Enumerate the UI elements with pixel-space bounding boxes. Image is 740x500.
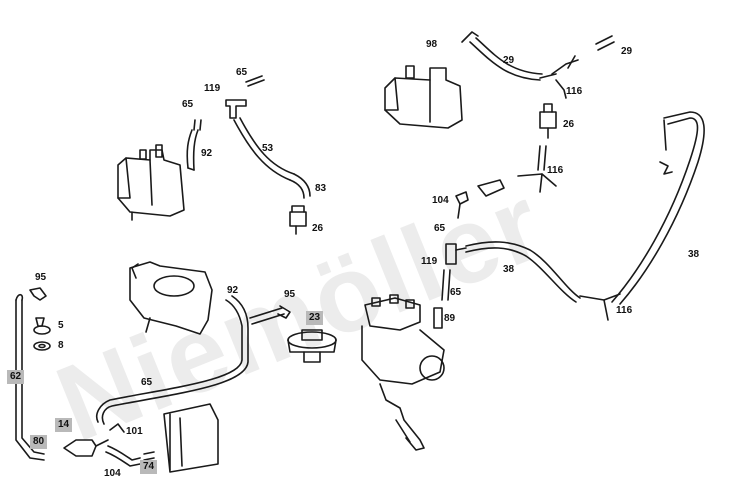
tee-119-mid xyxy=(445,243,467,265)
ignition-coil-right xyxy=(384,65,463,129)
valve-23 xyxy=(287,329,337,363)
callout-65: 65 xyxy=(141,377,153,388)
elbow-104-right xyxy=(455,179,505,219)
callout-5: 5 xyxy=(58,320,64,331)
callout-89: 89 xyxy=(444,313,456,324)
hose-98-29 xyxy=(461,31,557,81)
callout-116: 116 xyxy=(547,165,564,176)
hose-38-middle xyxy=(465,241,581,303)
callout-101: 101 xyxy=(126,426,143,437)
hose-65-92 xyxy=(186,119,202,171)
callout-74: 74 xyxy=(140,460,158,474)
elbow-95-left xyxy=(29,287,47,301)
valve-26-left xyxy=(289,205,307,235)
callout-104: 104 xyxy=(104,468,121,479)
callout-65: 65 xyxy=(434,223,446,234)
callout-26: 26 xyxy=(563,119,575,130)
hose-29-right xyxy=(595,35,615,51)
callout-80: 80 xyxy=(30,435,48,449)
callout-62: 62 xyxy=(7,370,25,384)
hose-95-mid xyxy=(249,305,291,325)
callout-65: 65 xyxy=(182,99,194,110)
valve-26-right xyxy=(539,103,557,139)
tee-119-top xyxy=(225,75,265,119)
callout-104: 104 xyxy=(432,195,449,206)
distributor xyxy=(361,294,445,451)
callout-92: 92 xyxy=(201,148,213,159)
throttle-housing xyxy=(129,261,213,335)
callout-14: 14 xyxy=(55,418,73,432)
wye-116-mid xyxy=(517,145,557,193)
callout-119: 119 xyxy=(421,256,438,267)
fitting-5-8 xyxy=(33,317,51,351)
callout-92: 92 xyxy=(227,285,239,296)
callout-38: 38 xyxy=(688,249,700,260)
ignition-coil-left xyxy=(117,144,185,221)
filter-14 xyxy=(63,439,109,457)
callout-119: 119 xyxy=(204,83,221,94)
callout-83: 83 xyxy=(315,183,327,194)
hose-65-89 xyxy=(433,269,451,329)
callout-29: 29 xyxy=(503,55,515,66)
callout-65: 65 xyxy=(450,287,462,298)
callout-23: 23 xyxy=(306,311,324,325)
callout-38: 38 xyxy=(503,264,515,275)
callout-53: 53 xyxy=(262,143,274,154)
hose-101-104 xyxy=(105,423,155,467)
hose-38-long xyxy=(611,111,705,305)
callout-95: 95 xyxy=(284,289,296,300)
callout-116: 116 xyxy=(566,86,583,97)
callout-95: 95 xyxy=(35,272,47,283)
wye-116-top xyxy=(551,55,579,99)
callout-26: 26 xyxy=(312,223,324,234)
wye-116-bottom xyxy=(579,293,621,321)
callout-116: 116 xyxy=(616,305,633,316)
canister xyxy=(163,403,219,473)
callout-29: 29 xyxy=(621,46,633,57)
callout-65: 65 xyxy=(236,67,248,78)
hose-92-65-left xyxy=(95,295,249,425)
callout-8: 8 xyxy=(58,340,64,351)
hose-53 xyxy=(233,117,311,199)
callout-98: 98 xyxy=(426,39,438,50)
